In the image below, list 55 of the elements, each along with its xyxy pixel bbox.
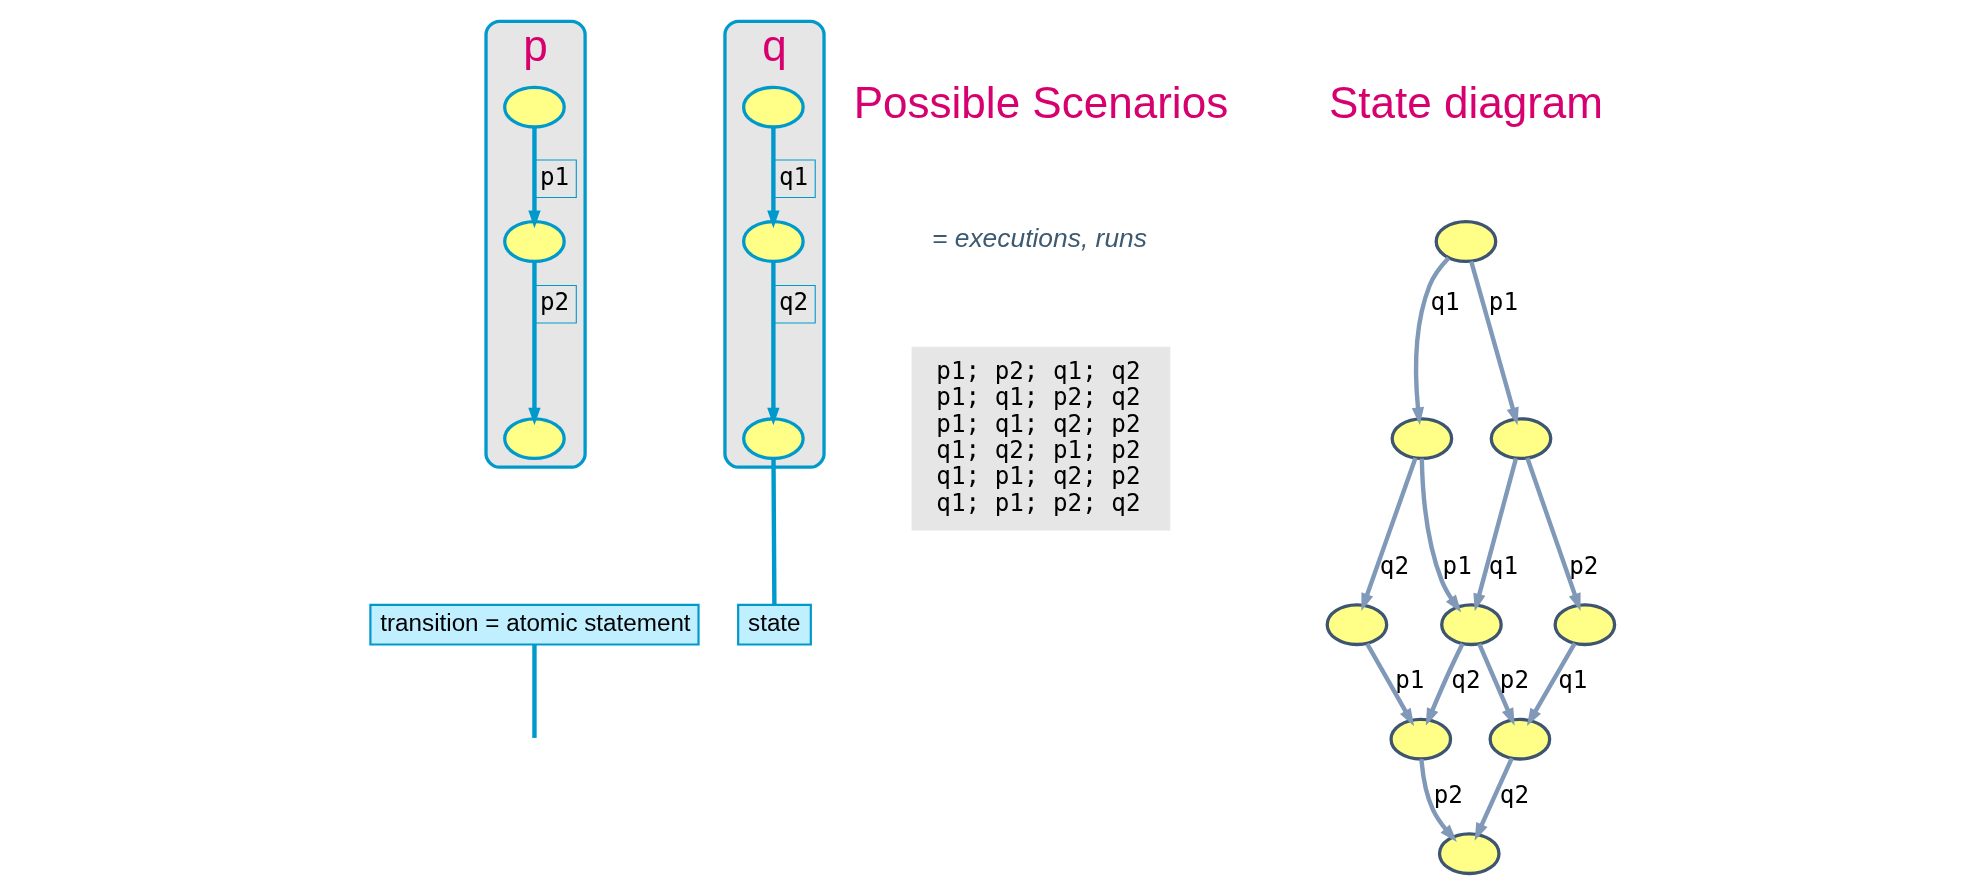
- node-box: state: [736, 603, 812, 646]
- node-circle: [502, 85, 566, 129]
- edge-label: p1: [1442, 551, 1472, 580]
- node-circle: [1390, 417, 1453, 461]
- arrow: [527, 127, 541, 229]
- node-circle: [1439, 603, 1503, 647]
- edge-label: q1: [1429, 288, 1460, 317]
- label: = executions, runs: [931, 223, 1147, 254]
- arrow: [1476, 642, 1515, 726]
- arrow: [766, 127, 780, 229]
- arrow: [1425, 642, 1464, 726]
- edge-label: p1: [539, 162, 569, 191]
- node-circle: [1488, 717, 1551, 761]
- edge-label: q2: [1450, 666, 1481, 695]
- label: Possible Scenarios: [853, 78, 1228, 128]
- node-box: p1; p2; q1; q2 p1; q1; p2; q2 p1; q1; q2; p2 q1; q2; p1; p2 q1; p1; q2; p2 q1; p1; p2; q2: [911, 346, 1170, 531]
- arrow: [1419, 458, 1461, 613]
- label: State diagram: [1328, 78, 1603, 128]
- arrow: [527, 261, 541, 426]
- node-circle: [1553, 603, 1616, 647]
- edge-label: q2: [778, 288, 808, 317]
- edge-label: q2: [1379, 551, 1409, 580]
- connector: [770, 458, 777, 605]
- node-circle: [741, 417, 805, 461]
- edge-label: p2: [1568, 551, 1598, 580]
- node-circle: [741, 220, 805, 263]
- node-box: transition = atomic statement: [368, 603, 700, 646]
- edge-label: p2: [1433, 780, 1463, 809]
- edge-label: q1: [1488, 551, 1518, 580]
- node-circle: [1434, 220, 1497, 263]
- arrow: [1364, 642, 1414, 727]
- arrow: [1360, 457, 1418, 612]
- node-circle: [1437, 832, 1501, 876]
- arrow: [1474, 757, 1514, 841]
- node-circle: [502, 220, 566, 263]
- edge-label: p1: [1488, 288, 1518, 317]
- arrow: [1468, 260, 1519, 426]
- node-circle: [1489, 417, 1552, 461]
- node-circle: [1325, 603, 1388, 647]
- edge-label: q2: [1499, 780, 1529, 809]
- node-circle: [502, 417, 566, 461]
- edge-label: q1: [778, 162, 808, 191]
- arrow: [1411, 256, 1450, 426]
- arrow: [1418, 758, 1457, 842]
- connector: [531, 644, 537, 738]
- edge-label: p1: [1394, 666, 1424, 695]
- node-circle: [1388, 717, 1452, 761]
- arrow: [1472, 457, 1518, 612]
- edge-label: p2: [1499, 666, 1529, 695]
- arrow: [766, 261, 780, 426]
- node-circle: [741, 85, 805, 129]
- arrow: [1526, 642, 1577, 727]
- edge-label: q1: [1557, 666, 1587, 695]
- edge-label: p2: [539, 288, 569, 317]
- arrow: [1524, 457, 1581, 612]
